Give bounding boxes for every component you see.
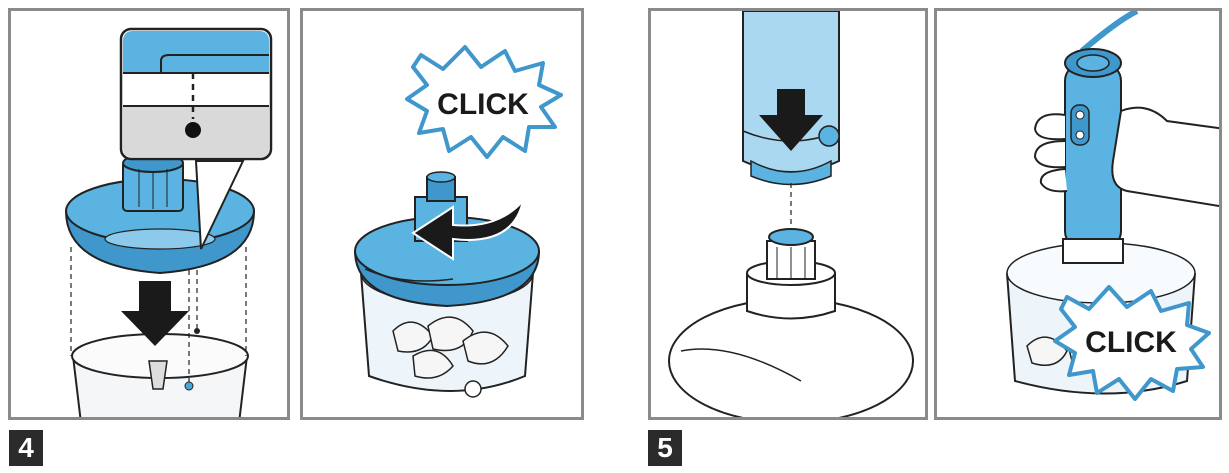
attach-motor-illustration bbox=[668, 11, 914, 417]
panel-4a-lid-placement bbox=[8, 8, 290, 420]
rotate-arrow-icon bbox=[411, 197, 525, 261]
arrow-down-icon bbox=[759, 89, 823, 151]
panel-5b-hand-click: CLICK bbox=[934, 8, 1222, 420]
click-burst-icon bbox=[1053, 285, 1211, 401]
click-burst-icon bbox=[405, 45, 563, 159]
hand-click-illustration: CLICK bbox=[1006, 11, 1219, 401]
panel-5a-attach-motor bbox=[648, 8, 928, 420]
step-number-badge: 5 bbox=[648, 430, 682, 466]
lid-placement-illustration bbox=[64, 27, 273, 417]
panel-4b-lid-twist: CLICK bbox=[300, 8, 584, 420]
step-number-badge: 4 bbox=[9, 430, 43, 466]
arrow-down-icon bbox=[121, 281, 189, 346]
lid-twist-illustration: CLICK bbox=[353, 45, 563, 398]
click-label: CLICK bbox=[1085, 326, 1177, 359]
click-label: CLICK bbox=[437, 88, 529, 121]
